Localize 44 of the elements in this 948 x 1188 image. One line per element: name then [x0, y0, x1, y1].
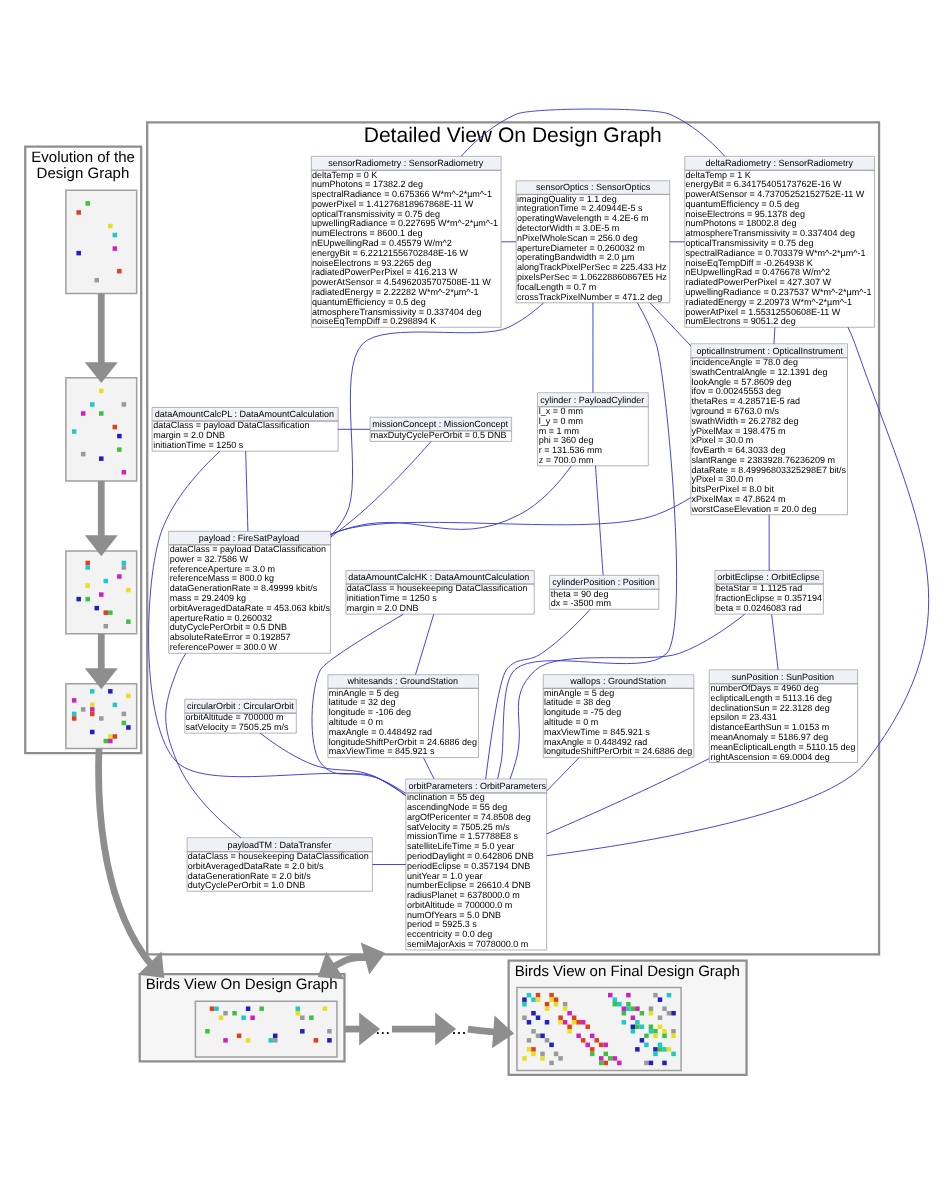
connector	[415, 612, 435, 675]
connector	[509, 612, 746, 779]
arrow	[95, 747, 165, 977]
connector	[669, 240, 686, 242]
cluster: Birds View On Design Graph	[138, 971, 346, 1062]
connector	[259, 731, 407, 795]
node-picture	[194, 999, 338, 1057]
arrow	[317, 941, 386, 979]
connector	[330, 439, 432, 537]
node-picture	[65, 682, 138, 749]
connector	[337, 427, 371, 429]
connector	[148, 449, 407, 793]
arrow	[344, 1011, 381, 1045]
connector	[649, 301, 692, 346]
node-text: ...	[451, 1016, 467, 1037]
node-picture	[65, 188, 138, 294]
connector	[546, 756, 580, 791]
connector	[460, 107, 726, 156]
connector	[773, 325, 776, 344]
arrow	[84, 479, 118, 556]
connector	[372, 863, 407, 864]
node-picture	[516, 985, 682, 1071]
arrow	[84, 292, 118, 383]
arrow	[84, 632, 118, 689]
connector	[245, 449, 249, 531]
cluster: Evolution of the Design Graph	[24, 144, 143, 754]
node-text: ...	[375, 1016, 391, 1037]
connector	[500, 240, 517, 242]
connector	[595, 464, 604, 575]
connector	[497, 301, 677, 779]
connector	[546, 757, 710, 834]
connector	[330, 301, 544, 536]
cluster: Birds View on Final Design Graph	[507, 958, 748, 1076]
arrow	[391, 1011, 457, 1045]
connector	[485, 608, 591, 779]
connector	[423, 756, 435, 779]
connector	[311, 612, 407, 796]
arrow	[467, 1014, 515, 1048]
connector	[771, 612, 779, 670]
node-picture	[65, 375, 138, 481]
node-picture	[65, 549, 138, 634]
connector	[768, 513, 770, 570]
connector	[165, 651, 242, 838]
connector	[330, 496, 692, 534]
